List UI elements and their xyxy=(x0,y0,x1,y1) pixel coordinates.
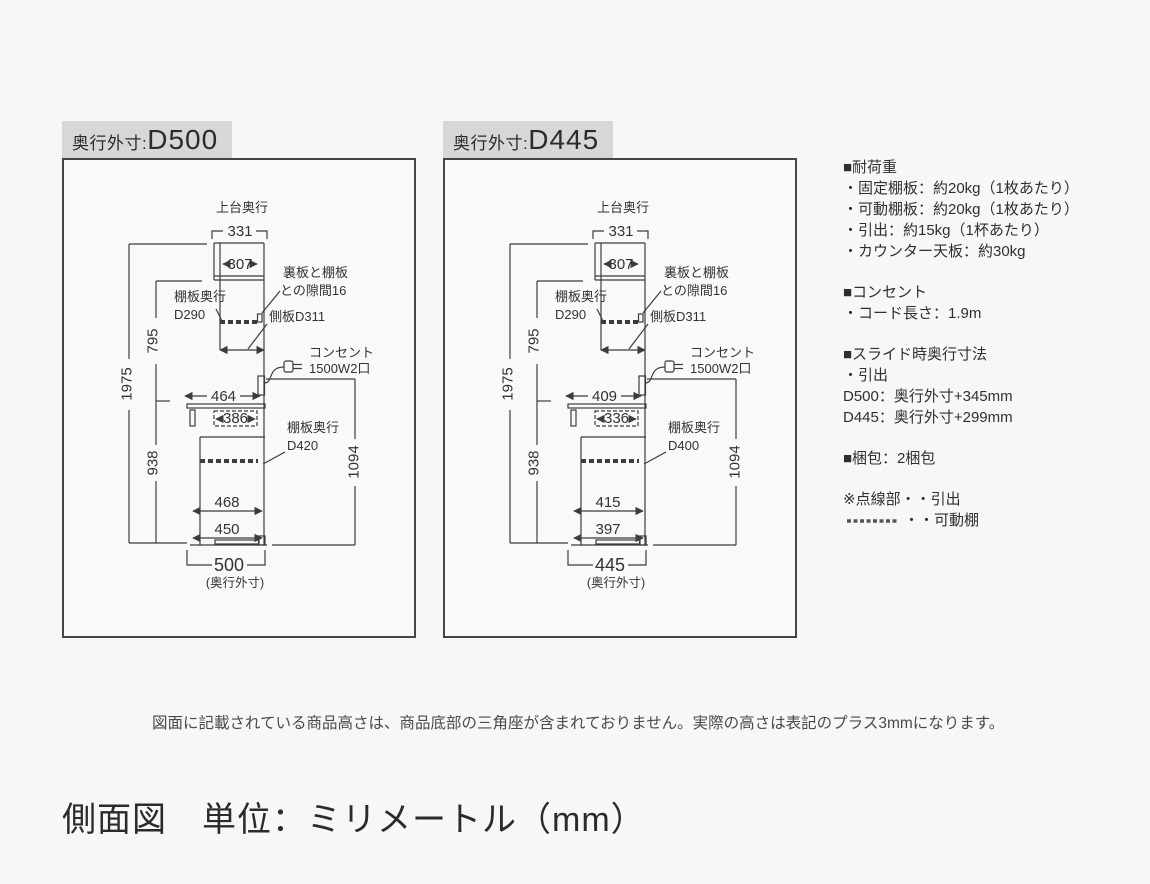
label-outlet-1: コンセント xyxy=(309,345,374,360)
label-lower-shelf-1: 棚板奥行 xyxy=(668,420,720,435)
leader-lines xyxy=(596,290,667,465)
dim-top-width: 331 xyxy=(227,223,252,240)
spec-load-section: ■耐荷重 ・固定棚板：約20kg（1枚あたり） ・可動棚板：約20kg（1枚あた… xyxy=(843,157,1143,262)
side-view-drawing: 上台奥行 331 307 棚板奥行 D290 裏板と棚板 との隙間16 側板D3… xyxy=(500,200,756,590)
dim-outlet-height: 1094 xyxy=(346,445,363,478)
label-lower-shelf-1: 棚板奥行 xyxy=(287,420,339,435)
dim-upper-height: 795 xyxy=(526,328,543,353)
legend-section: ※点線部・・引出 ・・可動棚 xyxy=(843,489,1143,531)
dim-base-depth: 397 xyxy=(595,521,620,538)
diagram-d445: 奥行外寸:D445 xyxy=(443,121,797,638)
dimension-lines xyxy=(128,243,356,566)
label-gap-2: との隙間16 xyxy=(661,283,727,298)
legend-dotted-line: ※点線部・・引出 xyxy=(843,491,961,508)
dashed-line-icon xyxy=(846,510,898,531)
drawer-dashed-box xyxy=(213,410,258,427)
label-upper-shelf-2: D290 xyxy=(174,307,205,322)
dim-total-depth: 500 xyxy=(214,555,244,575)
dimension-lines xyxy=(509,243,737,566)
diagram-label-prefix: 奥行外寸: xyxy=(453,134,529,153)
dim-counter-depth: 464 xyxy=(211,388,236,405)
dim-outlet-height: 1094 xyxy=(727,445,744,478)
dim-inner-width: 307 xyxy=(227,256,252,273)
dim-inner-width: 307 xyxy=(608,256,633,273)
diagram-label-prefix: 奥行外寸: xyxy=(72,134,148,153)
spec-slide-section: ■スライド時奥行寸法 ・引出 D500：奥行外寸+345mm D445：奥行外寸… xyxy=(843,344,1143,428)
diagram-d445-canvas: 上台奥行 331 307 棚板奥行 D290 裏板と棚板 との隙間16 側板D3… xyxy=(443,158,797,638)
dim-total-depth-note: (奥行外寸) xyxy=(587,576,645,590)
label-lower-shelf-2: D400 xyxy=(668,438,699,453)
plug-icon xyxy=(283,360,302,373)
diagram-label-value: D500 xyxy=(147,124,219,155)
spec-panel: ■耐荷重 ・固定棚板：約20kg（1枚あたり） ・可動棚板：約20kg（1枚あた… xyxy=(843,157,1143,551)
spec-outlet-item: ・コード長さ：1.9m xyxy=(843,305,982,322)
spec-load-heading: ■耐荷重 xyxy=(843,159,898,176)
label-upper-shelf-2: D290 xyxy=(555,307,586,322)
spec-load-item: ・可動棚板：約20kg（1枚あたり） xyxy=(843,201,1079,218)
dim-top-width: 331 xyxy=(608,223,633,240)
label-top-depth: 上台奥行 xyxy=(216,200,268,215)
dim-total-height: 1975 xyxy=(119,367,136,400)
legend-dashed-line: ・・可動棚 xyxy=(843,510,1143,531)
label-gap-1: 裏板と棚板 xyxy=(283,265,348,280)
legend-dashed-label: ・・可動棚 xyxy=(904,512,980,529)
side-view-drawing: 上台奥行 331 307 棚板奥行 D290 裏板と棚板 との隙間16 側板D3… xyxy=(119,200,375,590)
cabinet-outline xyxy=(567,230,649,546)
leader-lines xyxy=(215,290,286,465)
dim-lower-height: 938 xyxy=(526,450,543,475)
dim-body-depth: 468 xyxy=(214,494,239,511)
diagram-label-value: D445 xyxy=(528,124,600,155)
diagram-d500-canvas: 上台奥行 331 307 棚板奥行 D290 裏板と棚板 との隙間16 側板D3… xyxy=(62,158,416,638)
label-upper-shelf-1: 棚板奥行 xyxy=(174,289,226,304)
dim-upper-height: 795 xyxy=(145,328,162,353)
label-side-panel: 側板D311 xyxy=(269,309,325,324)
label-lower-shelf-2: D420 xyxy=(287,438,318,453)
spec-load-item: ・カウンター天板：約30kg xyxy=(843,243,1026,260)
label-gap-1: 裏板と棚板 xyxy=(664,265,729,280)
spec-outlet-section: ■コンセント ・コード長さ：1.9m xyxy=(843,282,1143,324)
page-title: 側面図 単位：ミリメートル（mm） xyxy=(62,801,646,839)
dim-lower-height: 938 xyxy=(145,450,162,475)
plug-icon xyxy=(664,360,683,373)
label-outlet-2: 1500W2口 xyxy=(690,361,751,376)
dim-counter-depth: 409 xyxy=(592,388,617,405)
label-outlet-1: コンセント xyxy=(690,345,755,360)
label-upper-shelf-1: 棚板奥行 xyxy=(555,289,607,304)
spec-slide-heading: ■スライド時奥行寸法 xyxy=(843,346,988,363)
spec-load-item: ・引出：約15kg（1杯あたり） xyxy=(843,222,1049,239)
diagram-d500: 奥行外寸:D500 xyxy=(62,121,416,638)
dim-drawer-width: 386 xyxy=(223,410,248,427)
drawer-dashed-box xyxy=(594,410,639,427)
label-side-panel: 側板D311 xyxy=(650,309,706,324)
dim-total-depth-note: (奥行外寸) xyxy=(206,576,264,590)
diagram-d500-label: 奥行外寸:D500 xyxy=(62,121,233,159)
spec-outlet-heading: ■コンセント xyxy=(843,284,928,301)
dim-drawer-width: 336 xyxy=(604,410,629,427)
movable-shelf-lines xyxy=(200,320,258,463)
dim-base-depth: 450 xyxy=(214,521,239,538)
movable-shelf-lines xyxy=(581,320,639,463)
label-gap-2: との隙間16 xyxy=(280,283,346,298)
spec-slide-item: D445：奥行外寸+299mm xyxy=(843,409,1013,426)
height-disclaimer-note: 図面に記載されている商品高さは、商品底部の三角座が含まれておりません。実際の高さ… xyxy=(152,715,1005,732)
diagram-d445-label: 奥行外寸:D445 xyxy=(443,121,614,159)
label-outlet-2: 1500W2口 xyxy=(309,361,370,376)
spec-packing: ■梱包：2梱包 xyxy=(843,450,936,467)
spec-slide-item: D500：奥行外寸+345mm xyxy=(843,388,1013,405)
dim-total-height: 1975 xyxy=(500,367,517,400)
dim-body-depth: 415 xyxy=(595,494,620,511)
label-top-depth: 上台奥行 xyxy=(597,200,649,215)
dim-total-depth: 445 xyxy=(595,555,625,575)
spec-load-item: ・固定棚板：約20kg（1枚あたり） xyxy=(843,180,1079,197)
spec-slide-item: ・引出 xyxy=(843,367,889,384)
